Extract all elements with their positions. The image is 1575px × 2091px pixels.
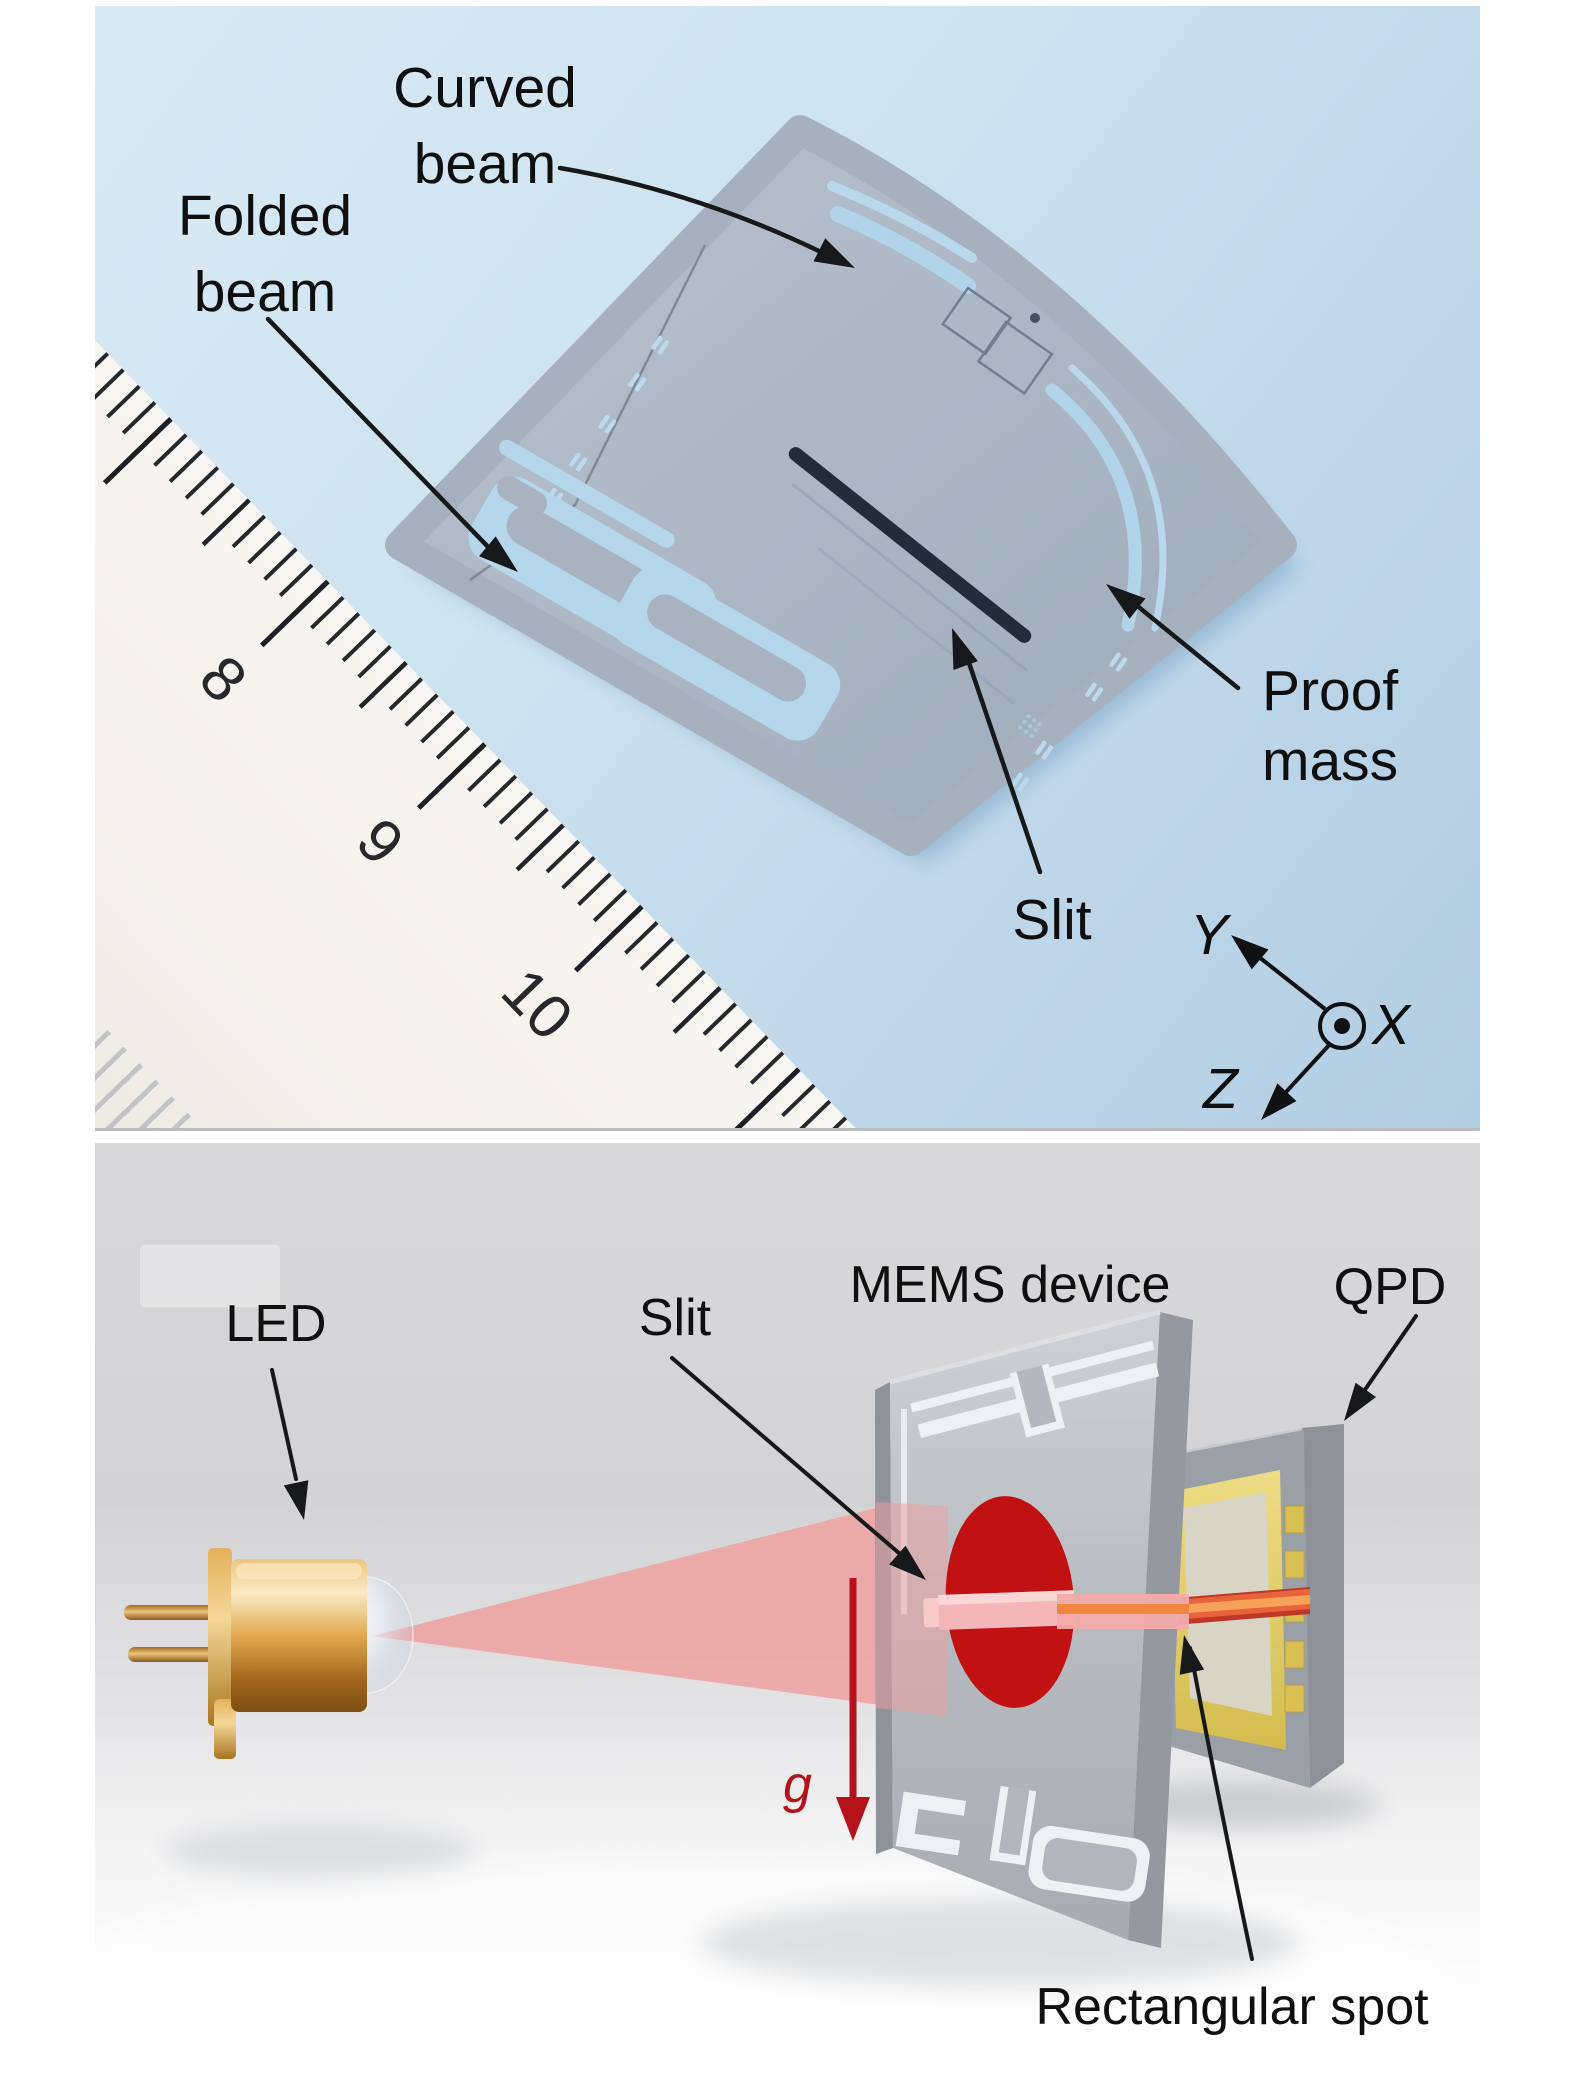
slit-label-bottom: Slit (638, 1289, 712, 1347)
anchor-cutout-lower (976, 320, 1054, 396)
slit-label-top-text: Slit (1012, 888, 1092, 952)
slit-arrow-line (965, 657, 1043, 875)
curved-beam-arrow-line (557, 165, 826, 256)
led-flange (208, 1548, 232, 1726)
plate-top-edge-highlight (889, 1309, 1161, 1385)
folded-beam-label: Folded beam (178, 178, 352, 330)
anchor-cutout-upper (941, 286, 1013, 356)
rectangular-spot (1162, 1587, 1310, 1626)
x-axis-out-of-plane-icon (1318, 1002, 1366, 1050)
proof-mass-arrow-line (1127, 597, 1241, 691)
top-photo-panel: 8 9 10 (95, 6, 1480, 1131)
gravity-arrow (836, 1578, 870, 1841)
transmitted-beam (1057, 1594, 1189, 1629)
curved-beam-label: Curved beam (393, 50, 577, 202)
cone-projection-on-plate (876, 1502, 948, 1716)
bottom-schematic-panel: LED Slit MEMS device QPD g Rectangular s… (95, 1143, 1480, 2091)
top-panel-graphics (265, 115, 1366, 1120)
curved-beam-label-line2: beam (413, 132, 557, 196)
curved-beam-label-line1: Curved (393, 56, 577, 120)
folded-beam-arrowhead-icon (479, 536, 518, 572)
mems-plate-shadow (700, 1898, 1300, 1988)
alignment-hole (1030, 313, 1040, 323)
led-flange-tab (214, 1699, 236, 1759)
mems-device-label: MEMS device (849, 1256, 1171, 1314)
y-axis-arrowhead-icon (1231, 935, 1269, 970)
curved-beam-arrowhead-icon (813, 238, 855, 268)
proof-mass-arrowhead-icon (1106, 584, 1146, 619)
z-axis-arrowhead-icon (1261, 1083, 1297, 1120)
qpd (1158, 1424, 1344, 1788)
qpd-label: QPD (1333, 1258, 1447, 1316)
rectangular-spot-arrow-line (1188, 1646, 1254, 1961)
folded-beam-arrow-line (265, 316, 495, 554)
slit-arrow-line-bottom (670, 1356, 902, 1556)
slit-arrowhead-bottom-icon (889, 1545, 926, 1580)
folded-beam-cutout-2 (611, 567, 841, 741)
qpd-arrow-line (1360, 1314, 1418, 1396)
led (124, 1548, 414, 1759)
gravity-label: g (783, 1756, 812, 1814)
led-pin-bottom (128, 1647, 220, 1662)
plate-curved-beam-cutouts (910, 1340, 1160, 1438)
qpd-arrowhead-icon (1344, 1382, 1377, 1421)
bottom-arrow-heads (283, 1382, 1377, 1675)
folded-beam-label-line1: Folded (177, 184, 353, 248)
mems-device-plate (875, 1309, 1193, 1948)
proof-mass-label: Proof mass (1262, 656, 1398, 796)
slit-label-top: Slit (1012, 882, 1091, 958)
curved-beam-slot-inner-left (830, 206, 976, 294)
curved-beam-slot-outer-left (827, 181, 977, 263)
led-can-body (231, 1559, 367, 1712)
plate-right-edge-face (1128, 1312, 1193, 1948)
curved-beam-slot-outer-right (1068, 364, 1167, 632)
led-pin-top (124, 1605, 234, 1620)
qpd-side-face (1302, 1424, 1344, 1788)
z-axis-label: Z (1203, 1057, 1238, 1121)
top-annotation-arrows (265, 165, 1241, 875)
fiducial-dot-cluster (1018, 714, 1042, 738)
gravity-arrowhead-icon (836, 1797, 870, 1841)
plate-folded-beam-cutouts (895, 1785, 1150, 1902)
led-body-highlight (236, 1563, 362, 1579)
curved-beam-slot-inner-right (1045, 383, 1142, 632)
bottom-panel-graphics (95, 1245, 1445, 2091)
qpd-shadow (1108, 1781, 1378, 1829)
coordinate-axes (1231, 935, 1366, 1120)
led-arrowhead-icon (283, 1480, 309, 1520)
proof-mass-label-line2: mass (1262, 729, 1399, 793)
slit-light-bar (923, 1590, 1076, 1630)
folded-beam-label-line2: beam (193, 260, 337, 324)
led-shadow (165, 1824, 475, 1878)
x-axis-label: X (1372, 993, 1411, 1057)
slit-arrowhead-icon (952, 628, 978, 671)
bottom-annotation-arrows (270, 1314, 1418, 1961)
led-arrow-line (270, 1368, 298, 1481)
led-label: LED (225, 1295, 327, 1353)
fiducial-marks-right (1011, 652, 1128, 792)
floor-glow (95, 1858, 1445, 2091)
background-highlight-patch (140, 1245, 280, 1307)
top-arrow-heads (479, 238, 1146, 671)
x-axis-dot-icon (1334, 1018, 1350, 1034)
rectangular-spot-label: Rectangular spot (1035, 1978, 1429, 2036)
proof-mass-label-line1: Proof (1262, 659, 1399, 723)
light-cone (372, 1505, 888, 1706)
mems-chip (385, 115, 1297, 856)
rectangular-spot-arrowhead-icon (1179, 1635, 1205, 1675)
y-axis-label: Y (1190, 903, 1229, 967)
